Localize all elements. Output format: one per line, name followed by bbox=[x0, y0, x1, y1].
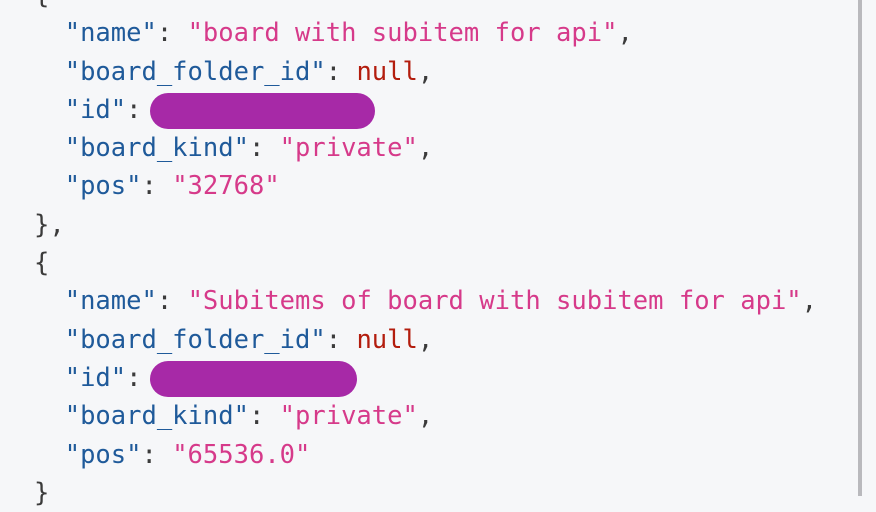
redacted-id bbox=[149, 92, 375, 129]
comma: , bbox=[417, 401, 434, 432]
colon: : bbox=[325, 56, 357, 87]
object-close: } bbox=[34, 474, 817, 512]
code-line: "pos": "32768" bbox=[34, 167, 817, 205]
code-line: "pos": "65536.0" bbox=[34, 436, 817, 474]
colon: : bbox=[126, 94, 142, 125]
json-key-name: "name" bbox=[64, 18, 157, 49]
code-line: "board_kind": "private", bbox=[34, 397, 817, 435]
close-brace: }, bbox=[34, 209, 65, 240]
open-brace: { bbox=[34, 248, 50, 279]
code-line: "board_kind": "private", bbox=[34, 129, 817, 167]
json-key-id: "id" bbox=[64, 94, 127, 125]
colon: : bbox=[248, 133, 280, 164]
colon: : bbox=[141, 439, 173, 470]
colon: : bbox=[325, 324, 357, 355]
code-line: "board_folder_id": null, bbox=[34, 321, 817, 359]
json-key-board-folder-id: "board_folder_id" bbox=[64, 324, 326, 355]
json-key-board-kind: "board_kind" bbox=[64, 401, 249, 432]
json-key-board-folder-id: "board_folder_id" bbox=[64, 56, 326, 87]
close-brace: } bbox=[34, 477, 50, 508]
scrollbar[interactable] bbox=[858, 0, 862, 496]
comma: , bbox=[417, 56, 434, 87]
object-close: }, bbox=[34, 206, 817, 244]
colon: : bbox=[248, 401, 280, 432]
colon: : bbox=[156, 286, 188, 317]
colon: : bbox=[126, 362, 142, 393]
json-value-board-folder-id: null bbox=[356, 56, 418, 87]
comma: , bbox=[417, 133, 434, 164]
json-key-board-kind: "board_kind" bbox=[64, 133, 249, 164]
redacted-id bbox=[149, 360, 357, 397]
open-brace: { bbox=[34, 0, 49, 10]
code-line: "name": "Subitems of board with subitem … bbox=[34, 282, 817, 320]
colon: : bbox=[156, 18, 188, 49]
json-value-board-kind: "private" bbox=[279, 401, 418, 432]
colon: : bbox=[141, 171, 173, 202]
json-viewer: { "name": "board with subitem for api", … bbox=[34, 0, 817, 512]
json-value-name: "Subitems of board with subitem for api" bbox=[187, 286, 802, 317]
object-open: { bbox=[34, 0, 817, 14]
json-key-pos: "pos" bbox=[64, 439, 142, 470]
json-value-pos: "32768" bbox=[172, 171, 280, 202]
code-line: "board_folder_id": null, bbox=[34, 53, 817, 91]
json-value-pos: "65536.0" bbox=[172, 439, 311, 470]
object-open: { bbox=[34, 244, 817, 282]
json-value-board-kind: "private" bbox=[279, 133, 418, 164]
comma: , bbox=[417, 324, 434, 355]
code-line: "id": bbox=[34, 91, 817, 129]
code-line: "id": bbox=[34, 359, 817, 397]
json-key-id: "id" bbox=[64, 362, 127, 393]
comma: , bbox=[801, 286, 818, 317]
comma: , bbox=[617, 18, 633, 49]
code-line: "name": "board with subitem for api", bbox=[34, 14, 817, 52]
json-key-name: "name" bbox=[64, 286, 157, 317]
json-value-board-folder-id: null bbox=[356, 324, 418, 355]
json-value-name: "board with subitem for api" bbox=[187, 18, 618, 49]
json-key-pos: "pos" bbox=[64, 171, 142, 202]
